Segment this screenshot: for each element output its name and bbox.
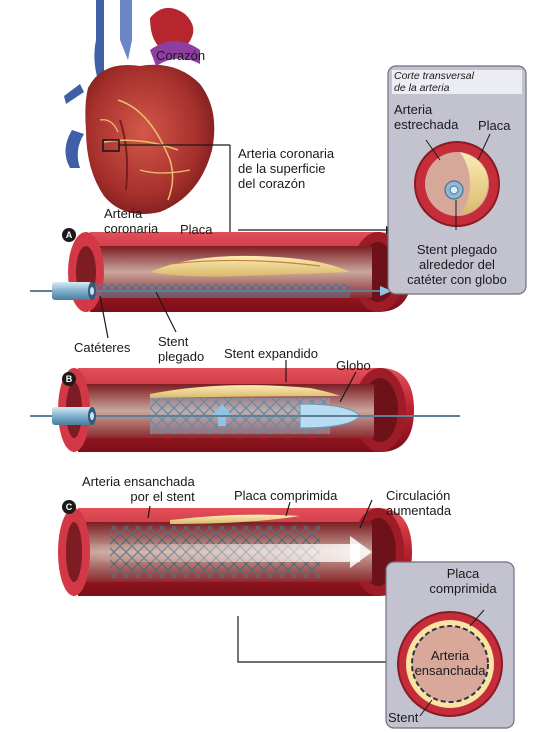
inset-widened-artery-label: Arteria ensanchada — [404, 648, 496, 678]
artery-a — [30, 232, 440, 312]
folded-stent-description: Stent plegado alrededor del catéter con … — [402, 242, 512, 287]
heart-label: Corazón — [156, 48, 205, 63]
stent-folded-label: Stent plegado — [158, 334, 204, 364]
compressed-plaque-label-c: Placa comprimida — [234, 488, 337, 503]
inset-stent-label: Stent — [388, 710, 418, 725]
plaque-label-a: Placa — [180, 222, 213, 237]
inset-compressed-plaque-label: Placa comprimida — [418, 566, 508, 596]
balloon-label: Globo — [336, 358, 371, 373]
inset-plaque-label: Placa — [478, 118, 511, 133]
widened-by-stent-label: Arteria ensanchada por el stent — [82, 474, 195, 504]
increased-flow-label: Circulación aumentada — [386, 488, 451, 518]
heart — [64, 0, 214, 214]
inset-top-title: Corte transversal de la arteria — [394, 70, 474, 94]
narrowed-artery-label: Arteria estrechada — [394, 102, 458, 132]
coronary-artery-label: Arteria coronaria — [104, 206, 158, 236]
step-c-badge: C — [62, 500, 76, 514]
step-b-badge: B — [62, 372, 76, 386]
catheter-b — [52, 407, 96, 425]
artery-c — [58, 508, 412, 596]
coronary-surface-label: Arteria coronaria de la superficie del c… — [238, 146, 334, 191]
catheter-a — [52, 282, 96, 300]
catheters-label: Catéteres — [74, 340, 130, 355]
step-a-badge: A — [62, 228, 76, 242]
stent-expanded-label: Stent expandido — [224, 346, 318, 361]
